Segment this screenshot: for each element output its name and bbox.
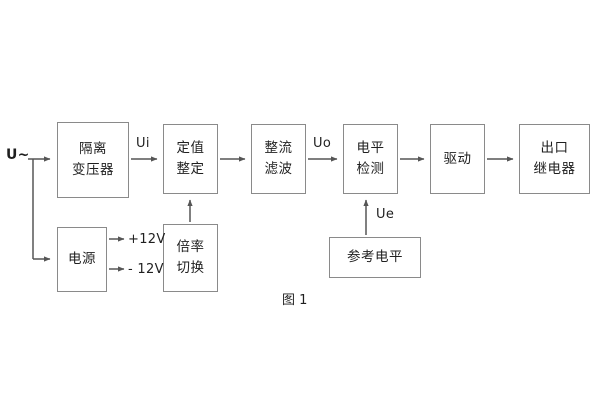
block-line: 电平 <box>356 140 385 157</box>
block-line: 检测 <box>356 161 385 177</box>
block-line: 驱动 <box>443 150 472 167</box>
block-level-detect[interactable]: 电平 检测 <box>343 124 398 194</box>
block-line: 变压器 <box>72 162 114 178</box>
block-line: 电源 <box>68 251 96 268</box>
block-line: 参考电平 <box>347 249 403 266</box>
label-positive-12v: +12V <box>128 232 166 247</box>
block-line: 整流 <box>264 140 293 157</box>
block-power-supply[interactable]: 电源 <box>57 227 107 292</box>
block-line: 出口 <box>540 140 569 157</box>
label-ue: Ue <box>376 207 395 222</box>
block-setting-value[interactable]: 定值 整定 <box>163 124 218 194</box>
block-driver[interactable]: 驱动 <box>430 124 485 194</box>
block-line: 隔离 <box>79 141 107 158</box>
block-line: 定值 <box>176 140 205 157</box>
block-line: 继电器 <box>533 161 576 177</box>
block-line: 倍率 <box>176 239 205 256</box>
block-reference-level[interactable]: 参考电平 <box>329 237 421 278</box>
figure-caption: 图 1 <box>282 293 308 308</box>
label-negative-12v: - 12V <box>128 262 164 277</box>
block-line: 整定 <box>176 161 205 177</box>
block-line: 滤波 <box>264 161 293 177</box>
label-ui: Ui <box>136 136 150 151</box>
block-rectify-filter[interactable]: 整流 滤波 <box>251 124 306 194</box>
block-isolation-transformer[interactable]: 隔离 变压器 <box>57 122 129 198</box>
block-line: 切换 <box>176 260 205 276</box>
block-output-relay[interactable]: 出口 继电器 <box>519 124 590 194</box>
label-uo: Uo <box>313 136 332 151</box>
block-multiplier-switch[interactable]: 倍率 切换 <box>163 224 218 292</box>
label-input-voltage: U~ <box>6 147 30 163</box>
